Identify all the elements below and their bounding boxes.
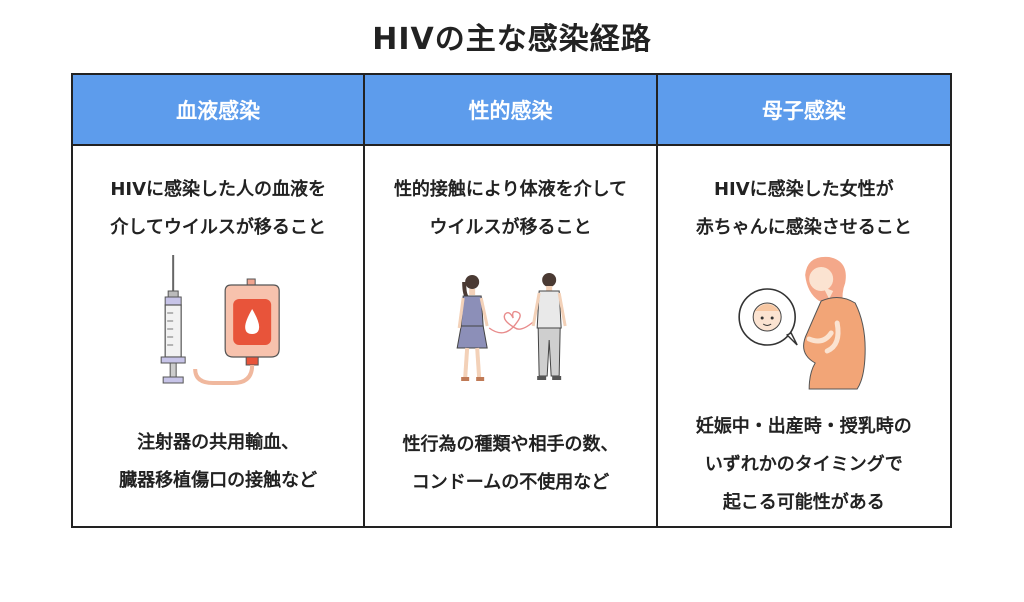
heart-icon bbox=[489, 310, 534, 334]
woman-icon bbox=[456, 275, 489, 381]
description-line: ウイルスが移ること bbox=[429, 217, 592, 238]
column-header-mother-to-child: 母子感染 bbox=[657, 75, 950, 146]
note-line: コンドームの不使用など bbox=[411, 472, 610, 493]
column-description-sexual: 性的接触により体液を介して ウイルスが移ること bbox=[365, 171, 655, 247]
page-title: HIVの主な感染経路 bbox=[372, 22, 652, 57]
blood-bag-icon bbox=[193, 278, 280, 385]
description-line: 介してウイルスが移ること bbox=[110, 217, 326, 238]
pregnant-woman-illustration bbox=[738, 256, 866, 390]
column-note-sexual: 性行為の種類や相手の数、 コンドームの不使用など bbox=[365, 426, 655, 502]
column-sexual: 性的感染 性的接触により体液を介して ウイルスが移ること bbox=[365, 75, 658, 526]
description-line: HIVに感染した女性が bbox=[713, 179, 894, 200]
column-description-mother-to-child: HIVに感染した女性が 赤ちゃんに感染させること bbox=[658, 171, 950, 247]
note-line: 性行為の種類や相手の数、 bbox=[402, 434, 619, 455]
column-mother-to-child: 母子感染 HIVに感染した女性が 赤ちゃんに感染させること bbox=[657, 75, 950, 526]
syringe-icon bbox=[160, 255, 186, 384]
infection-routes-table: 血液感染 HIVに感染した人の血液を 介してウイルスが移ること bbox=[71, 73, 952, 528]
column-description-blood: HIVに感染した人の血液を 介してウイルスが移ること bbox=[73, 171, 363, 247]
pregnant-woman-icon bbox=[802, 256, 866, 390]
note-line: 注射器の共用輸血、 bbox=[137, 432, 300, 453]
syringe-blood-bag-illustration bbox=[160, 255, 280, 385]
man-icon bbox=[532, 273, 567, 380]
column-note-blood: 注射器の共用輸血、 臓器移植傷口の接触など bbox=[73, 424, 363, 500]
couple-illustration bbox=[456, 273, 567, 381]
baby-icon bbox=[738, 288, 798, 346]
column-header-blood: 血液感染 bbox=[73, 75, 364, 146]
column-note-mother-to-child: 妊娠中・出産時・授乳時の いずれかのタイミングで 起こる可能性がある bbox=[658, 408, 950, 522]
description-line: 性的接触により体液を介して bbox=[393, 179, 628, 200]
note-line: 臓器移植傷口の接触など bbox=[119, 470, 318, 491]
description-line: HIVに感染した人の血液を bbox=[110, 179, 327, 200]
column-header-sexual: 性的感染 bbox=[365, 75, 656, 146]
note-line: 妊娠中・出産時・授乳時の bbox=[695, 416, 912, 437]
column-blood: 血液感染 HIVに感染した人の血液を 介してウイルスが移ること bbox=[73, 75, 366, 526]
note-line: いずれかのタイミングで bbox=[704, 454, 903, 475]
description-line: 赤ちゃんに感染させること bbox=[695, 217, 912, 238]
note-line: 起こる可能性がある bbox=[722, 492, 885, 513]
